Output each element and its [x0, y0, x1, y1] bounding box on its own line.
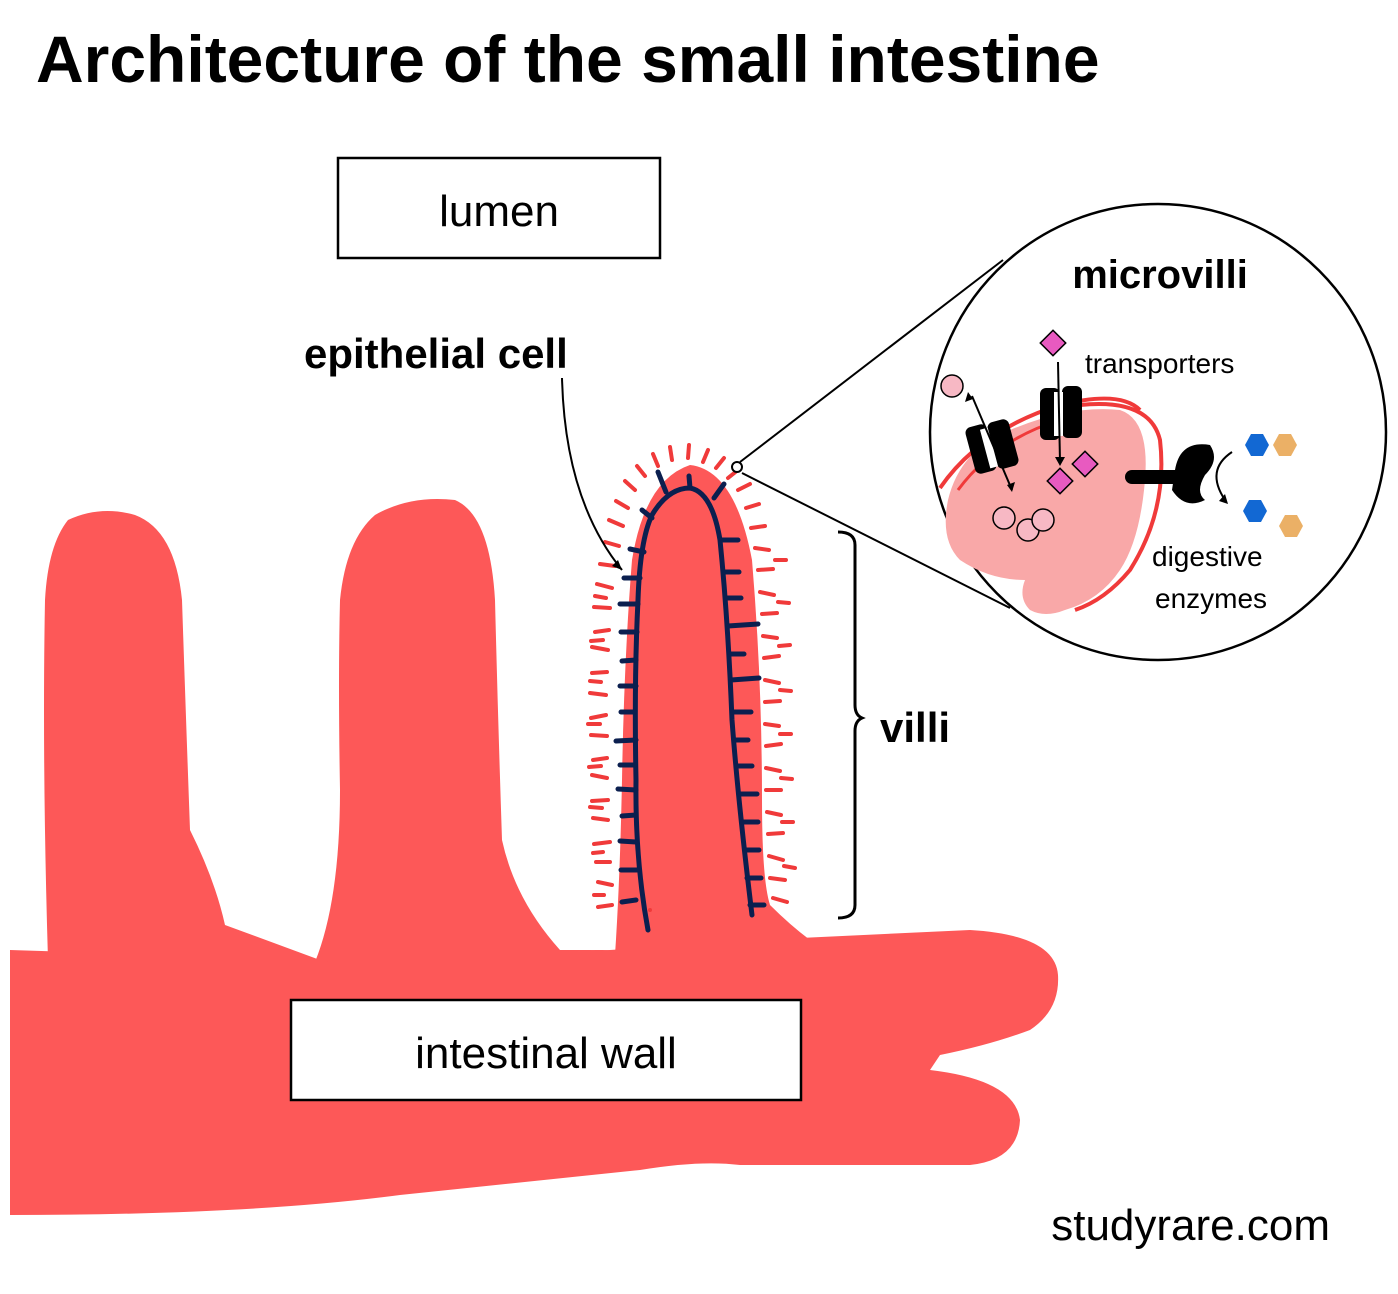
- enzyme-products: [1243, 434, 1303, 537]
- villus-highlighted: [615, 465, 810, 955]
- zoom-indicator: [731, 259, 1011, 609]
- epithelial-layer: [613, 469, 767, 933]
- transporter-substrates: [1039, 329, 1099, 495]
- epithelial-cell-pointer: [561, 377, 623, 571]
- microvilli-fringe: [586, 443, 797, 912]
- cell-membrane-inner: [1074, 402, 1164, 612]
- digestive-enzyme-protein: [1125, 444, 1214, 504]
- absorbed-particles: [940, 374, 1055, 542]
- microvilli-inset: microvilli transporters digestive enzyme…: [928, 202, 1388, 662]
- epithelium-outline: [632, 485, 755, 933]
- microvilli-label: microvilli: [1072, 253, 1248, 297]
- villus-middle: [315, 499, 615, 962]
- intestinal-tissue: [10, 465, 1059, 1215]
- intestinal-wall-label: intestinal wall: [415, 1029, 677, 1078]
- lumen-label-box: lumen: [336, 156, 662, 260]
- digestive-enzymes-label-line2: enzymes: [1155, 583, 1267, 614]
- transporters-label: transporters: [1085, 348, 1234, 379]
- page-title: Architecture of the small intestine: [36, 22, 1100, 96]
- transporter-protein-2: [1040, 386, 1082, 440]
- watermark: studyrare.com: [1051, 1201, 1330, 1250]
- villi-bracket: [837, 530, 866, 920]
- epithelial-cell-arrowhead: [612, 560, 622, 570]
- digestive-enzymes-label-line1: digestive: [1152, 541, 1263, 572]
- intestinal-wall-label-box: intestinal wall: [289, 998, 803, 1102]
- lumen-label: lumen: [439, 187, 559, 236]
- villus-left: [44, 511, 320, 960]
- epithelial-cell-label: epithelial cell: [304, 330, 568, 377]
- villi-label: villi: [880, 704, 950, 751]
